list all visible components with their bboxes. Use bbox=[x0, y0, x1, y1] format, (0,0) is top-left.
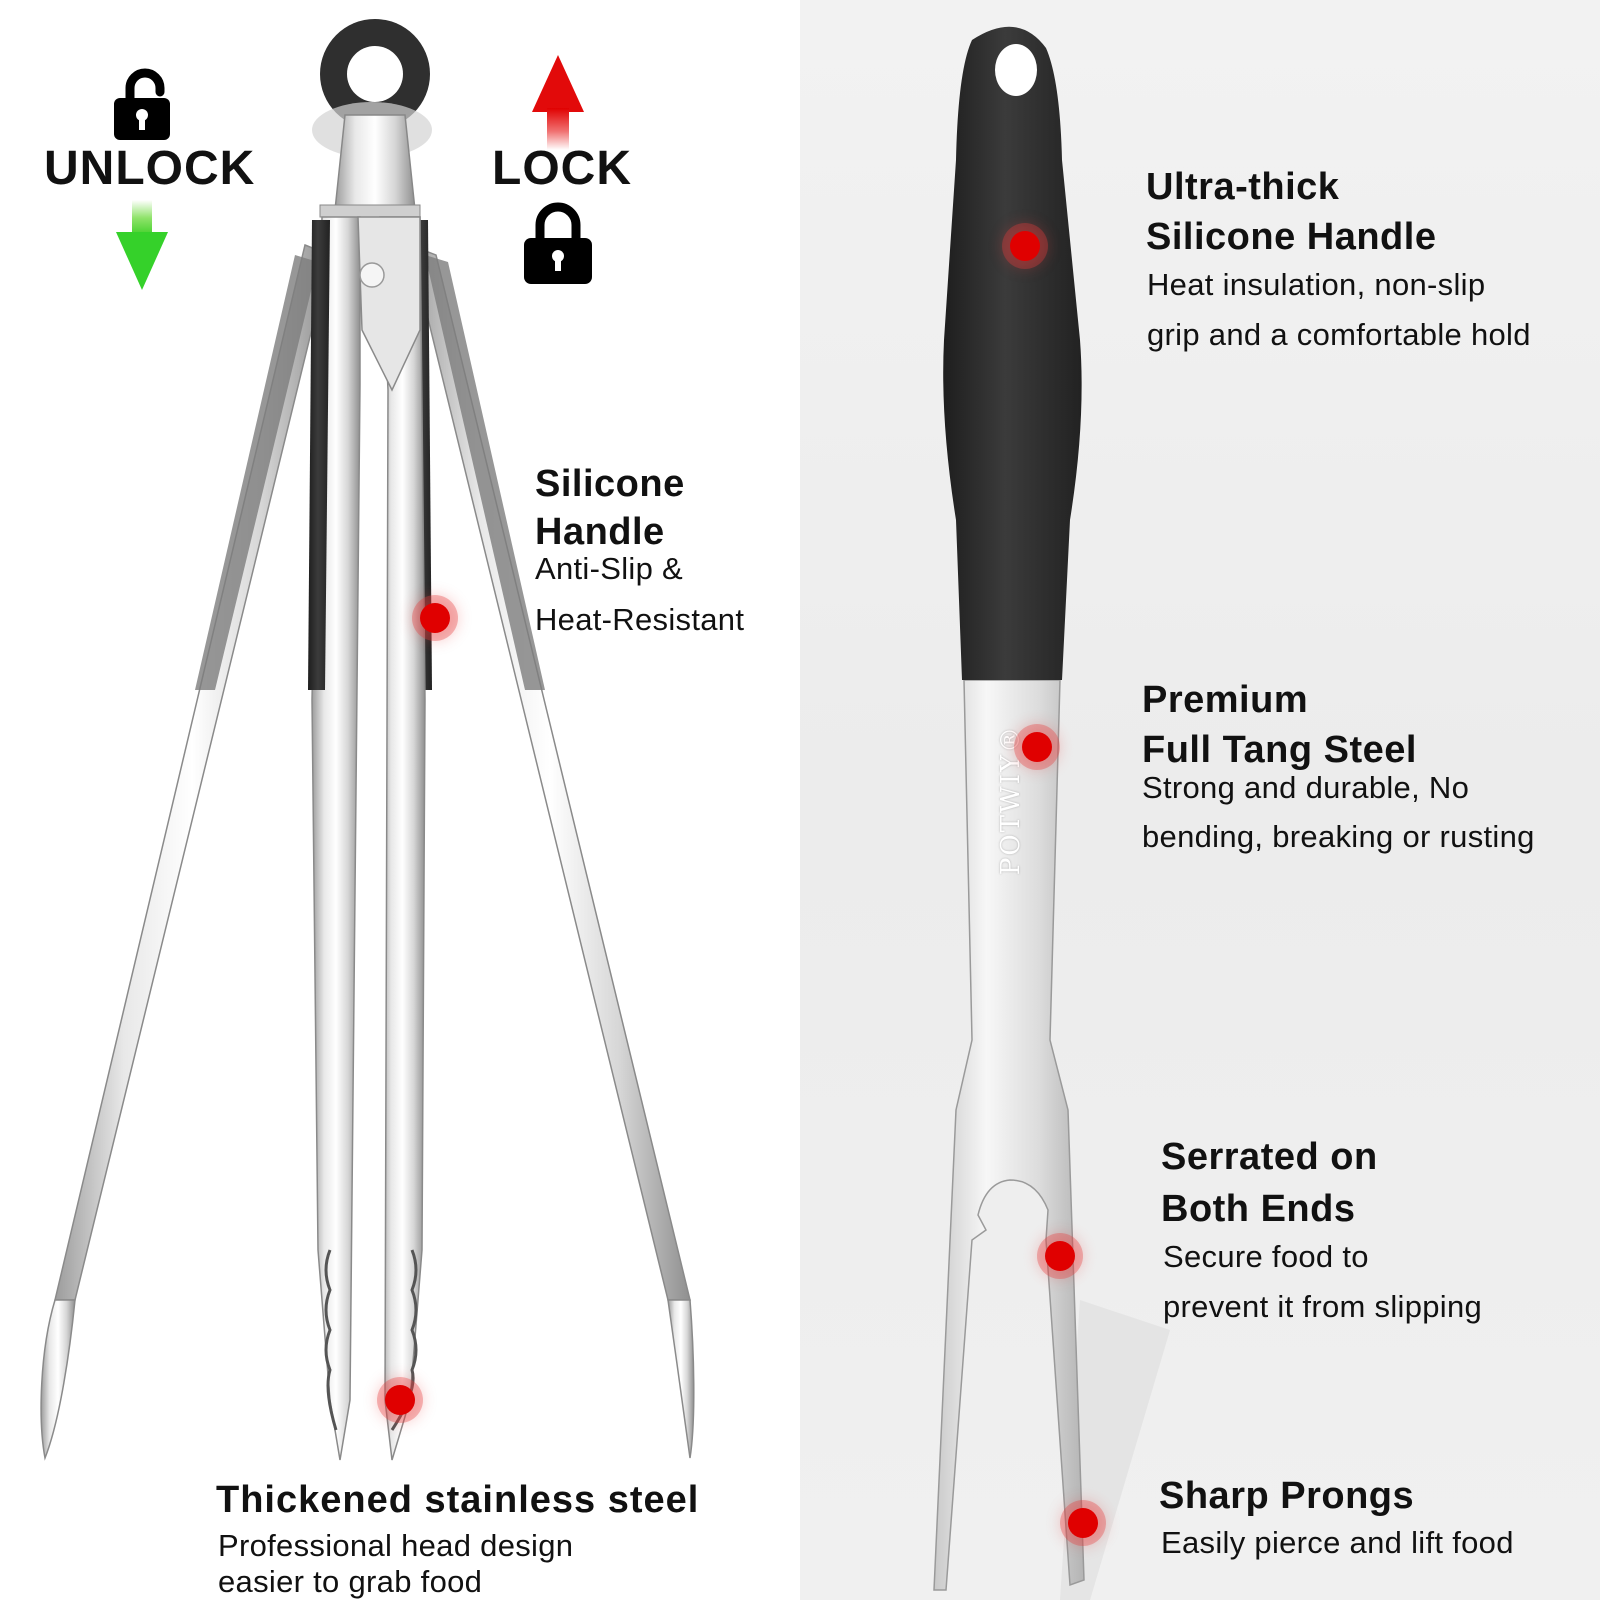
marker-dot bbox=[1022, 732, 1052, 762]
callout-description: Heat insulation, non-slip bbox=[1147, 267, 1486, 302]
meat-fork bbox=[933, 26, 1170, 1600]
callout-description: Strong and durable, No bbox=[1142, 770, 1470, 805]
callout-title: Serrated on bbox=[1161, 1136, 1378, 1178]
marker-dot bbox=[1045, 1241, 1075, 1271]
callout-title: Handle bbox=[535, 511, 665, 553]
front-tongs bbox=[308, 19, 432, 1461]
callout-title: Sharp Prongs bbox=[1159, 1475, 1415, 1517]
unlock-label: UNLOCK bbox=[44, 142, 256, 195]
marker-dot bbox=[1068, 1508, 1098, 1538]
marker-dot bbox=[1010, 231, 1040, 261]
callout-description: Easily pierce and lift food bbox=[1161, 1525, 1514, 1560]
callout-description: bending, breaking or rusting bbox=[1142, 819, 1535, 854]
marker-dot bbox=[385, 1385, 415, 1415]
arrow-up-icon bbox=[532, 55, 584, 150]
back-tongs bbox=[40, 243, 695, 1461]
arrow-down-icon bbox=[116, 200, 168, 290]
unlock-icon bbox=[114, 68, 170, 140]
callout-description: Anti-Slip & bbox=[535, 551, 684, 586]
callout-title: Both Ends bbox=[1161, 1188, 1356, 1230]
callout-title: Silicone Handle bbox=[1146, 216, 1437, 258]
callout-description: prevent it from slipping bbox=[1163, 1289, 1483, 1324]
callout-title: Premium bbox=[1142, 679, 1309, 721]
callout-title: Ultra-thick bbox=[1146, 166, 1340, 208]
callout-description: easier to grab food bbox=[218, 1564, 483, 1599]
right-panel-background bbox=[800, 0, 1600, 1600]
marker-dot bbox=[420, 603, 450, 633]
callout-description: Professional head design bbox=[218, 1528, 574, 1563]
callout-title: Thickened stainless steel bbox=[216, 1479, 700, 1521]
callout-description: grip and a comfortable hold bbox=[1147, 317, 1531, 352]
callout-description: Secure food to bbox=[1163, 1239, 1369, 1274]
lock-icon bbox=[524, 202, 592, 284]
callout-description: Heat-Resistant bbox=[535, 602, 745, 637]
callout-title: Silicone bbox=[535, 463, 685, 505]
lock-label: LOCK bbox=[492, 142, 632, 195]
callout-title: Full Tang Steel bbox=[1142, 729, 1417, 771]
